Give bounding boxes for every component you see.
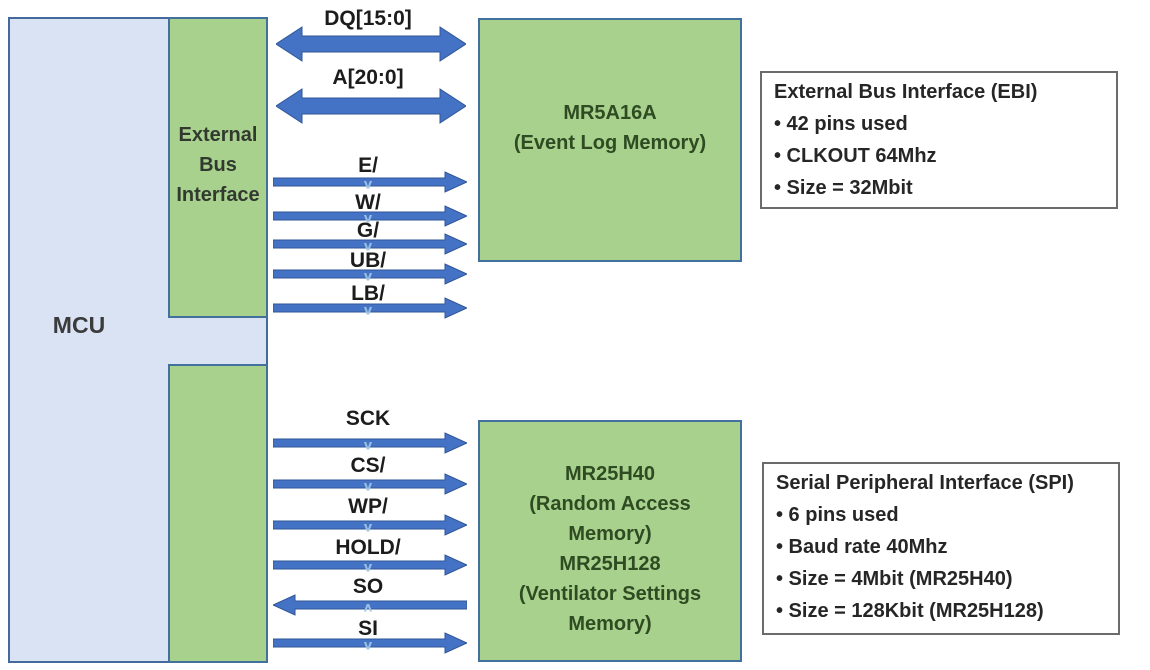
ebi-block-label: External Bus Interface xyxy=(176,123,260,206)
block-text-line: Memory) xyxy=(568,523,652,545)
connector-mark: v xyxy=(363,479,373,495)
block-text-line: (Event Log Memory) xyxy=(513,132,707,154)
block-text-line: • Baud rate 40Mhz xyxy=(776,536,948,558)
signal-label-cs: CS/ xyxy=(350,454,386,477)
connector-mark: v xyxy=(363,177,373,193)
signal-label-dq150: DQ[15:0] xyxy=(324,7,412,30)
block-text-line: • 42 pins used xyxy=(774,113,908,135)
signal-arrow-wp xyxy=(272,514,469,541)
signal-label-lb: LB/ xyxy=(351,282,385,305)
block-text-line: • CLKOUT 64Mhz xyxy=(774,145,937,167)
signal-label-w: W/ xyxy=(355,191,381,214)
connector-mark: ʌ xyxy=(363,600,373,616)
block-text-line: • Size = 4Mbit (MR25H40) xyxy=(776,568,1013,590)
signal-arrow-w xyxy=(272,205,469,232)
signal-label-si: SI xyxy=(358,617,378,640)
signal-label-wp: WP/ xyxy=(348,495,388,518)
signal-arrow-cs xyxy=(272,473,469,500)
connector-mark: v xyxy=(363,211,373,227)
connector-mark: v xyxy=(363,520,373,536)
block-text-line: • Size = 32Mbit xyxy=(774,177,913,199)
connector-mark: v xyxy=(363,438,373,454)
signal-label-so: SO xyxy=(352,575,384,598)
signal-label-ub: UB/ xyxy=(349,249,387,272)
block-text-line: (Ventilator Settings xyxy=(518,583,702,605)
signal-arrow-hold xyxy=(272,554,469,581)
signal-arrow-ub xyxy=(272,263,469,290)
spi-info-box: Serial Peripheral Interface (SPI) • 6 pin… xyxy=(762,462,1120,635)
event-log-memory-label: MR5A16A (Event Log Memory) xyxy=(514,98,706,158)
connector-mark: v xyxy=(363,269,373,285)
block-text-line: • 6 pins used xyxy=(776,504,899,526)
spi-block xyxy=(168,364,268,663)
block-text-line: MR5A16A xyxy=(563,102,657,124)
signal-label-sck: SCK xyxy=(345,407,391,430)
connector-mark: v xyxy=(363,638,373,654)
block-text-line: • Size = 128Kbit (MR25H128) xyxy=(776,600,1044,622)
signal-label-a200: A[20:0] xyxy=(332,66,404,89)
connector-mark: v xyxy=(363,303,373,319)
signal-arrow-sck xyxy=(272,432,469,459)
ebi-block: External Bus Interface xyxy=(168,17,268,318)
block-text-line: Memory) xyxy=(568,613,652,635)
block-text-line: Serial Peripheral Interface (SPI) xyxy=(776,472,1074,494)
event-log-memory-block: MR5A16A (Event Log Memory) xyxy=(478,18,742,262)
block-text-line: MR25H40 xyxy=(564,463,656,485)
signal-label-hold: HOLD/ xyxy=(335,536,401,559)
signal-label-g: G/ xyxy=(356,219,380,242)
block-text-line: MR25H128 xyxy=(559,553,661,575)
mcu-label: MCU xyxy=(52,312,106,338)
signal-arrow-e xyxy=(272,171,469,198)
signal-label-e: E/ xyxy=(358,154,378,177)
block-text-line: (Random Access xyxy=(529,493,691,515)
bus-arrow-a200 xyxy=(275,88,467,129)
signal-arrow-g xyxy=(272,233,469,260)
ebi-info-box: External Bus Interface (EBI) • 42 pins us… xyxy=(760,71,1118,209)
bus-arrow-dq150 xyxy=(275,26,467,67)
signal-arrow-so xyxy=(271,594,468,621)
signal-arrow-si xyxy=(272,632,469,659)
block-text-line: External Bus Interface (EBI) xyxy=(774,81,1038,103)
signal-arrow-lb xyxy=(272,297,469,324)
connector-mark: v xyxy=(363,239,373,255)
connector-mark: v xyxy=(363,560,373,576)
